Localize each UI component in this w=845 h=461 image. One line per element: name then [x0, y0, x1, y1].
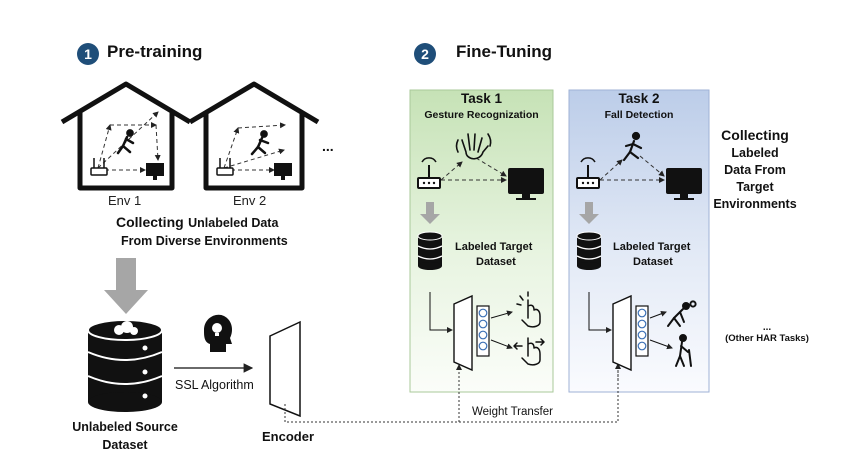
task2-subtitle: Fall Detection	[604, 109, 674, 121]
env2-person-icon	[250, 130, 270, 156]
task2-classifier-head	[635, 305, 649, 357]
encoder-shape	[269, 320, 301, 418]
env2-monitor-icon	[274, 163, 292, 180]
task2-output-arrow-b	[649, 339, 673, 350]
task2-title: Task 2	[618, 91, 660, 106]
task2-router-icon	[576, 157, 600, 189]
task2-encoder-shape	[612, 294, 632, 372]
task1-router-icon	[417, 157, 441, 189]
task1-output-arrow-b	[490, 339, 513, 350]
swipe-gesture-icon	[513, 337, 545, 366]
source-dataset-line1: Unlabeled Source	[72, 420, 178, 434]
collect-down-arrow	[104, 258, 148, 314]
env1-monitor-icon	[146, 163, 164, 180]
task2-down-arrow	[579, 202, 599, 224]
task1-output-arrow-a	[490, 310, 513, 319]
wave-hand-icon	[455, 133, 492, 160]
collecting-labeled-line1: Collecting	[721, 127, 789, 143]
collecting-unlabeled-line1: Collecting Unlabeled Data	[116, 214, 278, 232]
other-tasks-ellipsis: ...	[762, 322, 772, 333]
encoder-label: Encoder	[262, 429, 315, 444]
pretraining-title: Pre-training	[107, 42, 203, 61]
task1-title: Task 1	[460, 91, 503, 106]
task1-monitor-icon	[508, 168, 544, 200]
source-database-icon	[87, 319, 163, 412]
brain-head-icon	[204, 314, 232, 352]
collecting-labeled-line5: Environments	[713, 197, 797, 211]
other-har-tasks-label: (Other HAR Tasks)	[725, 333, 809, 344]
task1-down-arrow	[420, 202, 440, 224]
task1-dataset-line1: Labeled Target	[455, 241, 533, 253]
task2-signal-reflect-a	[599, 159, 623, 181]
running-person-icon	[622, 131, 643, 162]
weight-transfer-label: Weight Transfer	[470, 406, 555, 420]
env2-house-icon	[188, 81, 320, 191]
ssl-algorithm-label: SSL Algorithm	[175, 378, 254, 392]
falling-person-icon	[667, 300, 697, 327]
task1-data-flow	[429, 292, 453, 333]
unlabeled-data-words: Unlabeled Data	[188, 216, 279, 230]
task2-database-icon	[576, 231, 602, 270]
task2-signal-reflect-b	[639, 155, 665, 177]
collecting-word: Collecting	[116, 214, 184, 230]
task2-monitor-icon	[666, 168, 702, 200]
task1-encoder-shape	[453, 294, 473, 372]
step-1-badge: 1	[77, 43, 99, 65]
env2-label: Env 2	[233, 193, 267, 208]
task2-dataset-line2: Dataset	[633, 256, 673, 268]
env1-person-icon	[116, 129, 135, 155]
task1-signal-reflect-b	[475, 157, 507, 177]
task1-signal-reflect-a	[440, 161, 463, 181]
step-2-badge: 2	[414, 43, 436, 65]
task2-dataset-line1: Labeled Target	[613, 241, 691, 253]
finetuning-title: Fine-Tuning	[456, 42, 552, 61]
env1-label: Env 1	[108, 193, 142, 208]
task1-dataset-line2: Dataset	[476, 256, 516, 268]
more-environments-ellipsis: ...	[322, 138, 334, 154]
collecting-labeled-line3: Data From	[724, 163, 786, 177]
task2-data-flow	[588, 292, 612, 333]
task1-classifier-head	[476, 305, 490, 357]
collecting-labeled-line4: Target	[736, 180, 774, 194]
task2-output-arrow-a	[649, 310, 667, 319]
collecting-unlabeled-line2: From Diverse Environments	[121, 234, 288, 248]
env1-house-icon	[60, 81, 192, 191]
collecting-labeled-line2: Labeled	[731, 146, 779, 160]
source-dataset-line2: Dataset	[102, 438, 148, 452]
elderly-person-icon	[675, 334, 692, 367]
task1-database-icon	[417, 231, 443, 270]
env1-router-icon	[90, 158, 108, 176]
weight-transfer-line	[284, 363, 621, 423]
env2-router-icon	[216, 158, 234, 176]
task1-subtitle: Gesture Recognization	[424, 109, 539, 121]
tap-gesture-icon	[516, 291, 541, 328]
